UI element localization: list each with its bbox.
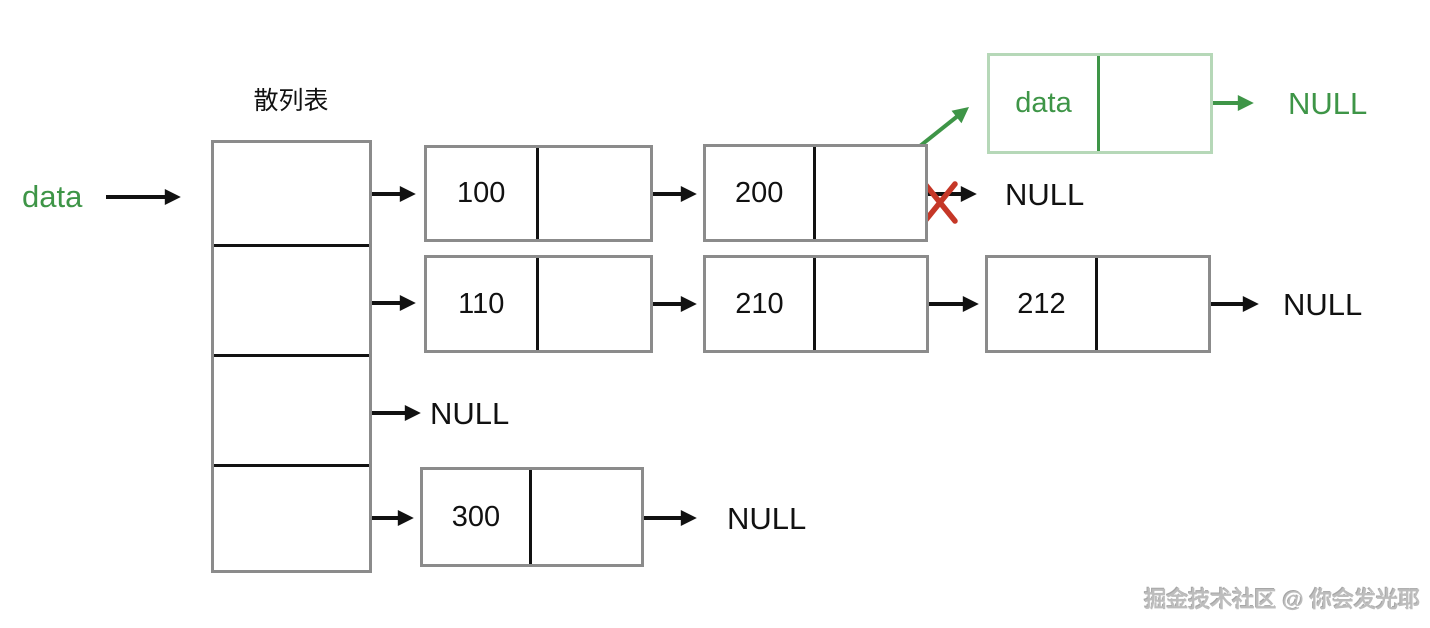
- node-value: 200: [706, 147, 816, 239]
- watermark: 掘金技术社区 @ 你会发光耶: [1144, 587, 1420, 612]
- node-value: 110: [427, 258, 539, 350]
- bucket-1: [214, 244, 369, 354]
- chain1-null-label: NULL: [1283, 287, 1363, 322]
- node-pointer-cell: [539, 148, 651, 239]
- node-200: 200: [703, 144, 928, 242]
- node-110: 110: [424, 255, 653, 353]
- node-pointer-cell: [1100, 56, 1210, 151]
- node-value: 212: [988, 258, 1098, 350]
- node-212: 212: [985, 255, 1211, 353]
- node-pointer-cell: [816, 147, 926, 239]
- node-300: 300: [420, 467, 644, 567]
- chain2-null-label: NULL: [430, 396, 510, 431]
- bucket-3: [214, 464, 369, 570]
- node-pointer-cell: [1098, 258, 1208, 350]
- bucket-0: [214, 143, 369, 244]
- input-data-label: data: [22, 179, 83, 214]
- node-pointer-cell: [532, 470, 641, 564]
- node-value: 300: [423, 470, 532, 564]
- node-value: 100: [427, 148, 539, 239]
- node-100: 100: [424, 145, 653, 242]
- chain0-null-label: NULL: [1005, 177, 1085, 212]
- node-value: data: [990, 56, 1100, 151]
- inserted-node-null-label: NULL: [1288, 86, 1368, 121]
- hash-table: [211, 140, 372, 573]
- node-210: 210: [703, 255, 929, 353]
- inserted-node: data: [987, 53, 1213, 154]
- node-pointer-cell: [539, 258, 651, 350]
- bucket-2: [214, 354, 369, 464]
- hash-table-title: 散列表: [253, 87, 329, 115]
- node-value: 210: [706, 258, 816, 350]
- chain3-null-label: NULL: [727, 501, 807, 536]
- node-pointer-cell: [816, 258, 926, 350]
- deleted-pointer-x-icon: [922, 181, 958, 224]
